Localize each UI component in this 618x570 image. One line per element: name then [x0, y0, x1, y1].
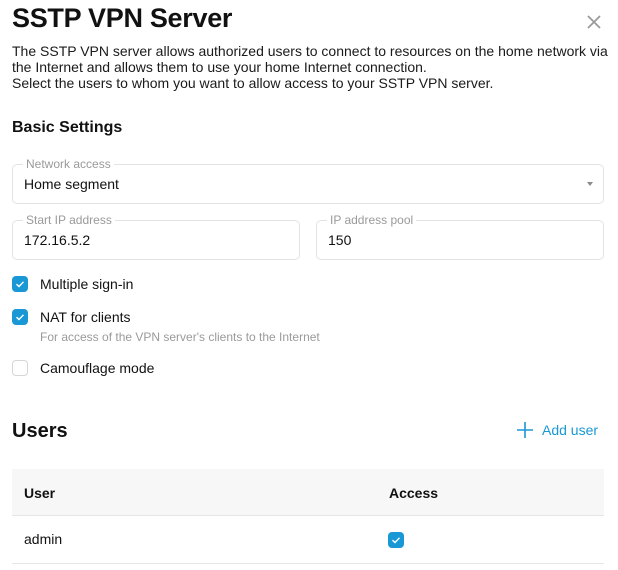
add-user-label: Add user: [542, 422, 599, 438]
ip-pool-label: IP address pool: [327, 213, 417, 227]
checkbox-checked[interactable]: [12, 309, 28, 325]
chevron-down-icon: [587, 182, 593, 186]
table-row: admin: [12, 516, 604, 564]
checkbox-unchecked[interactable]: [12, 360, 28, 376]
start-ip-label: Start IP address: [23, 213, 115, 227]
nat-clients-label: NAT for clients: [40, 309, 131, 325]
basic-settings-heading: Basic Settings: [12, 119, 123, 136]
checkbox-checked[interactable]: [12, 276, 28, 292]
add-user-button[interactable]: Add user: [516, 421, 598, 439]
network-access-select[interactable]: Network access Home segment: [12, 157, 604, 204]
network-access-value: Home segment: [24, 176, 119, 192]
multiple-signin-checkbox[interactable]: Multiple sign-in: [12, 276, 133, 292]
column-header-user: User: [24, 485, 56, 501]
close-button[interactable]: [584, 12, 604, 32]
ip-pool-value[interactable]: 150: [328, 232, 352, 248]
access-checkbox[interactable]: [388, 532, 404, 548]
users-table: User Access admin: [12, 469, 604, 564]
check-icon: [16, 314, 25, 321]
start-ip-field[interactable]: Start IP address 172.16.5.2: [12, 213, 300, 260]
description-line-1: The SSTP VPN server allows authorized us…: [12, 43, 608, 75]
ip-pool-field[interactable]: IP address pool 150: [316, 213, 604, 260]
nat-clients-checkbox[interactable]: NAT for clients: [12, 309, 131, 325]
start-ip-value[interactable]: 172.16.5.2: [24, 232, 91, 248]
camouflage-mode-checkbox[interactable]: Camouflage mode: [12, 360, 154, 376]
check-icon: [16, 281, 25, 288]
multiple-signin-label: Multiple sign-in: [40, 276, 134, 292]
users-heading: Users: [12, 420, 68, 442]
description: The SSTP VPN server allows authorized us…: [12, 43, 612, 91]
column-header-access: Access: [389, 485, 439, 501]
camouflage-mode-label: Camouflage mode: [40, 360, 155, 376]
description-line-2: Select the users to whom you want to all…: [12, 75, 494, 91]
close-icon: [587, 15, 601, 29]
network-access-label: Network access: [23, 157, 114, 171]
plus-icon: [517, 422, 533, 438]
nat-clients-hint: For access of the VPN server's clients t…: [40, 330, 320, 344]
check-icon: [392, 537, 401, 544]
table-header: User Access: [12, 469, 604, 516]
user-name: admin: [24, 531, 63, 547]
page-title: SSTP VPN Server: [12, 3, 233, 33]
